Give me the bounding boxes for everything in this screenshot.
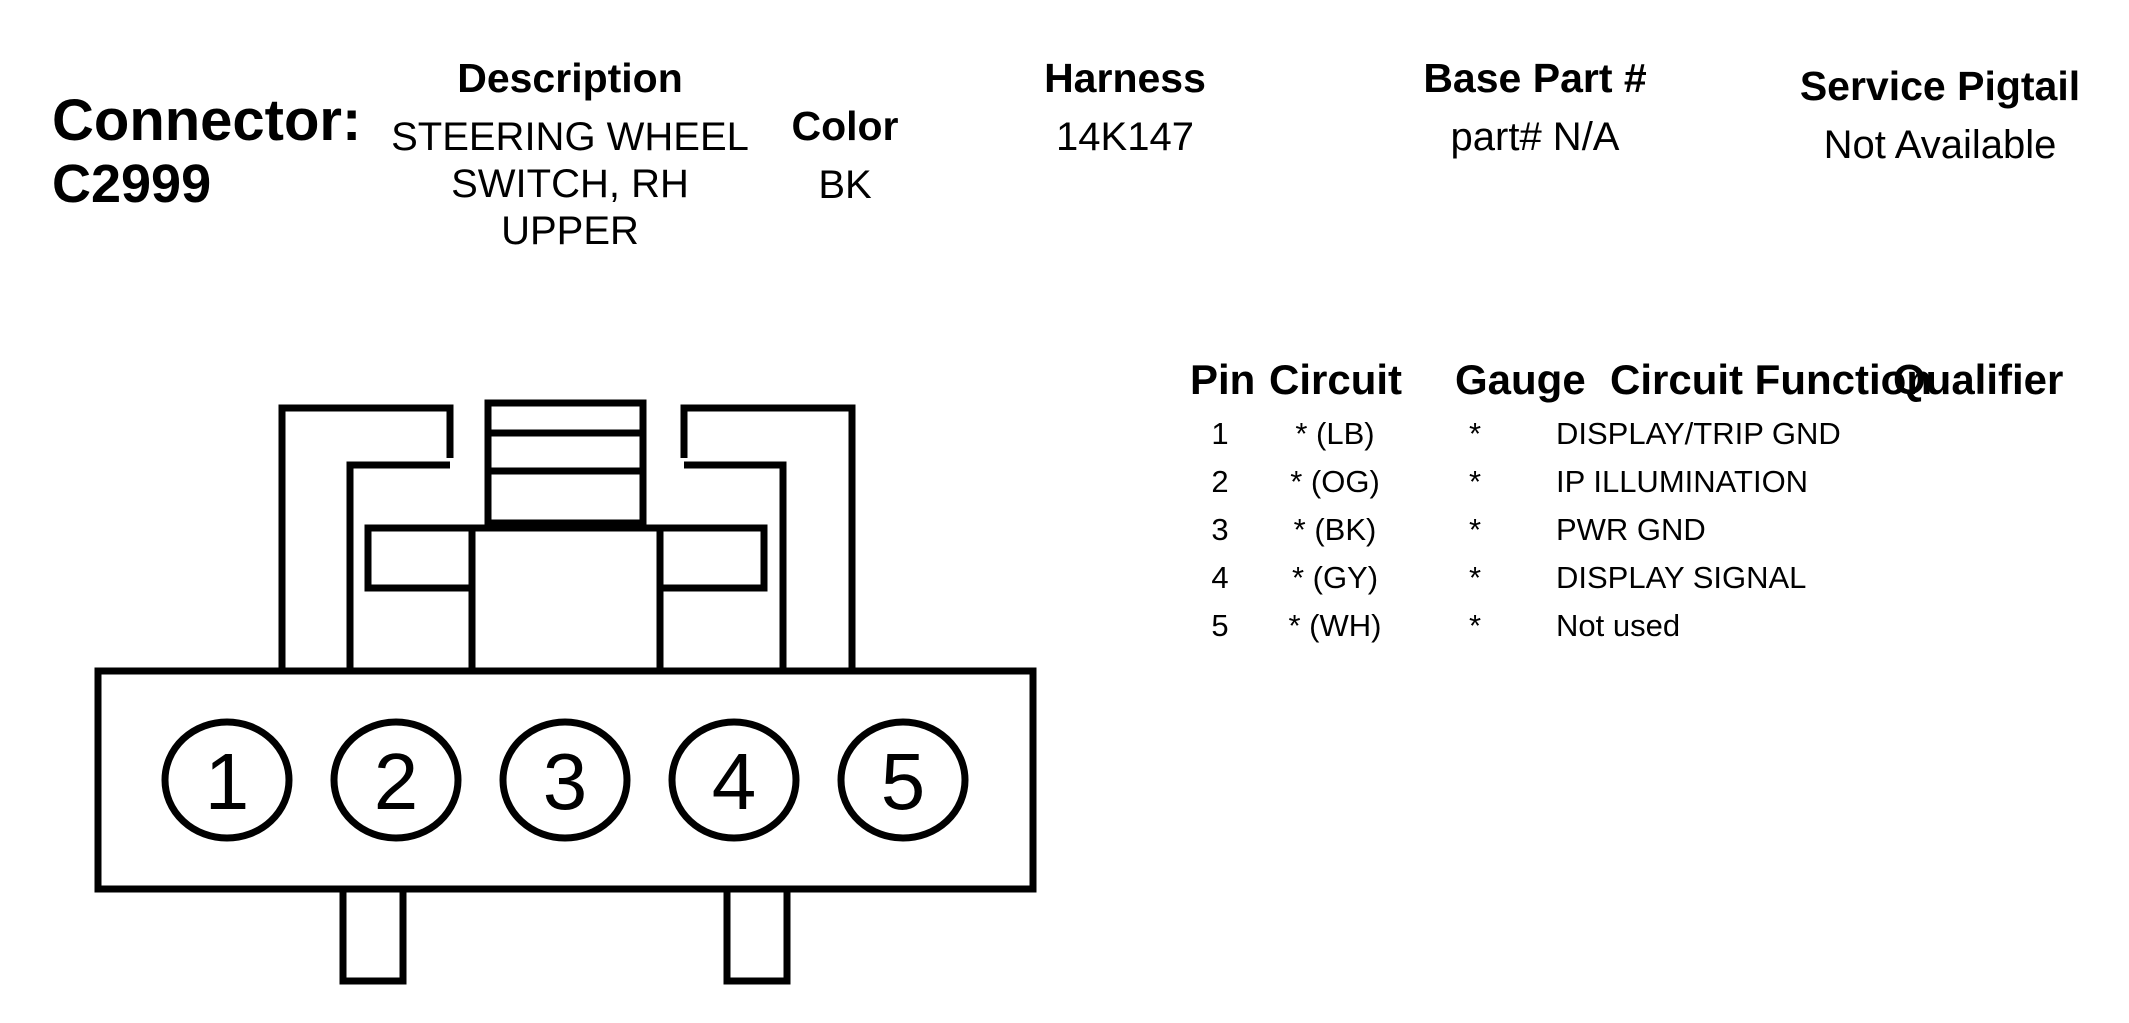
circuit-function: Not used [1556, 608, 1681, 643]
pin-5-circle [837, 718, 969, 842]
pin-header: Pin [1190, 356, 1256, 403]
left-key [339, 885, 407, 985]
pin-number: 5 [1211, 608, 1229, 643]
pin-3-circle [499, 718, 631, 842]
description-heading: Description [457, 55, 683, 101]
left-latch-outer [278, 404, 454, 671]
circuit-value: * (WH) [1288, 608, 1382, 643]
color-value: BK [818, 163, 872, 207]
gauge-value: * [1468, 464, 1482, 499]
pin-1-label: 1 [205, 737, 250, 826]
circuit-value: * (LB) [1295, 416, 1375, 451]
left-latch-inner [346, 461, 450, 671]
right-key [723, 885, 791, 985]
pin-number: 1 [1211, 416, 1229, 451]
gauge-value: * [1468, 512, 1482, 547]
center-tab-mid [484, 429, 647, 475]
circuit-function: PWR GND [1556, 512, 1706, 547]
gauge-value: * [1468, 608, 1482, 643]
color-heading: Color [791, 103, 899, 149]
circuit-value: * (BK) [1293, 512, 1377, 547]
table-row: 2 * (OG) * IP ILLUMINATION [0, 458, 2129, 506]
pin-4-label: 4 [712, 737, 757, 826]
pin-2-circle [330, 718, 462, 842]
description-line: UPPER [501, 209, 639, 253]
qualifier-header: Qualifier [1893, 356, 2064, 403]
pin-number: 2 [1211, 464, 1229, 499]
circuit-header: Circuit [1269, 356, 1403, 403]
pin-2-label: 2 [374, 737, 419, 826]
right-latch-inner [684, 461, 787, 671]
circuit-function: DISPLAY/TRIP GND [1556, 416, 1841, 451]
center-lock-body [468, 524, 664, 675]
table-row: 4 * (GY) * DISPLAY SIGNAL [0, 554, 2129, 602]
harness-value: 14K147 [1056, 115, 1194, 159]
center-tab-low [484, 467, 647, 527]
table-row: 5 * (WH) * Not used [0, 602, 2129, 650]
circuit-value: * (OG) [1290, 464, 1380, 499]
harness-heading: Harness [1044, 55, 1206, 101]
circuit-function: DISPLAY SIGNAL [1556, 560, 1807, 595]
description-value: STEERING WHEEL SWITCH, RH UPPER [370, 114, 770, 255]
service-pigtail-heading: Service Pigtail [1799, 63, 2081, 109]
base-part-heading: Base Part # [1423, 55, 1647, 101]
circuit-value: * (GY) [1291, 560, 1379, 595]
pin-5-label: 5 [881, 737, 926, 826]
right-arm [656, 524, 768, 592]
gauge-header: Gauge [1455, 356, 1586, 403]
circuit-function-header: Circuit Function [1610, 356, 1932, 403]
table-row: 1 * (LB) * DISPLAY/TRIP GND [0, 410, 2129, 458]
circuit-function: IP ILLUMINATION [1556, 464, 1809, 499]
gauge-value: * [1468, 560, 1482, 595]
description-line: SWITCH, RH [451, 162, 689, 206]
pin-number: 4 [1211, 560, 1229, 595]
right-latch-outer [680, 404, 856, 671]
pin-number: 3 [1211, 512, 1229, 547]
table-row: 3 * (BK) * PWR GND [0, 506, 2129, 554]
base-part-value: part# N/A [1450, 115, 1620, 159]
pin-4-circle [668, 718, 800, 842]
center-tab-top [484, 399, 647, 437]
pin-1-circle [161, 718, 293, 842]
connector-id: C2999 [52, 154, 212, 214]
pin-3-label: 3 [543, 737, 588, 826]
gauge-value: * [1468, 416, 1482, 451]
service-pigtail-value: Not Available [1823, 123, 2057, 167]
description-line: STEERING WHEEL [391, 115, 749, 159]
left-arm [364, 524, 476, 592]
connector-label: Connector: [52, 88, 362, 153]
connector-housing [94, 667, 1037, 893]
